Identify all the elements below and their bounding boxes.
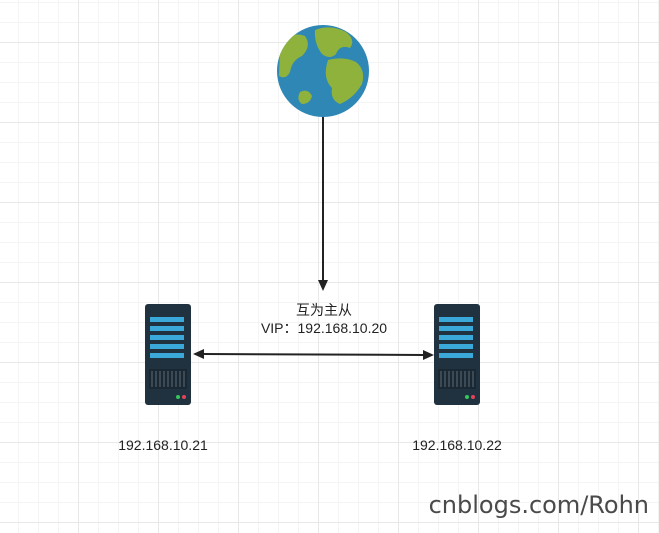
master-master-sync-arrow <box>193 349 434 360</box>
server-right-ip-label: 192.168.10.22 <box>412 437 502 453</box>
server-left-ip-label: 192.168.10.21 <box>118 437 208 453</box>
internet-to-vip-arrow <box>318 117 328 291</box>
relation-label: 互为主从 <box>296 303 352 319</box>
vip-label: VIP：192.168.10.20 <box>260 320 388 336</box>
server-left-icon <box>145 304 191 405</box>
server-right-icon <box>434 304 480 405</box>
globe-icon <box>277 25 369 117</box>
watermark: cnblogs.com/Rohn <box>428 491 649 519</box>
